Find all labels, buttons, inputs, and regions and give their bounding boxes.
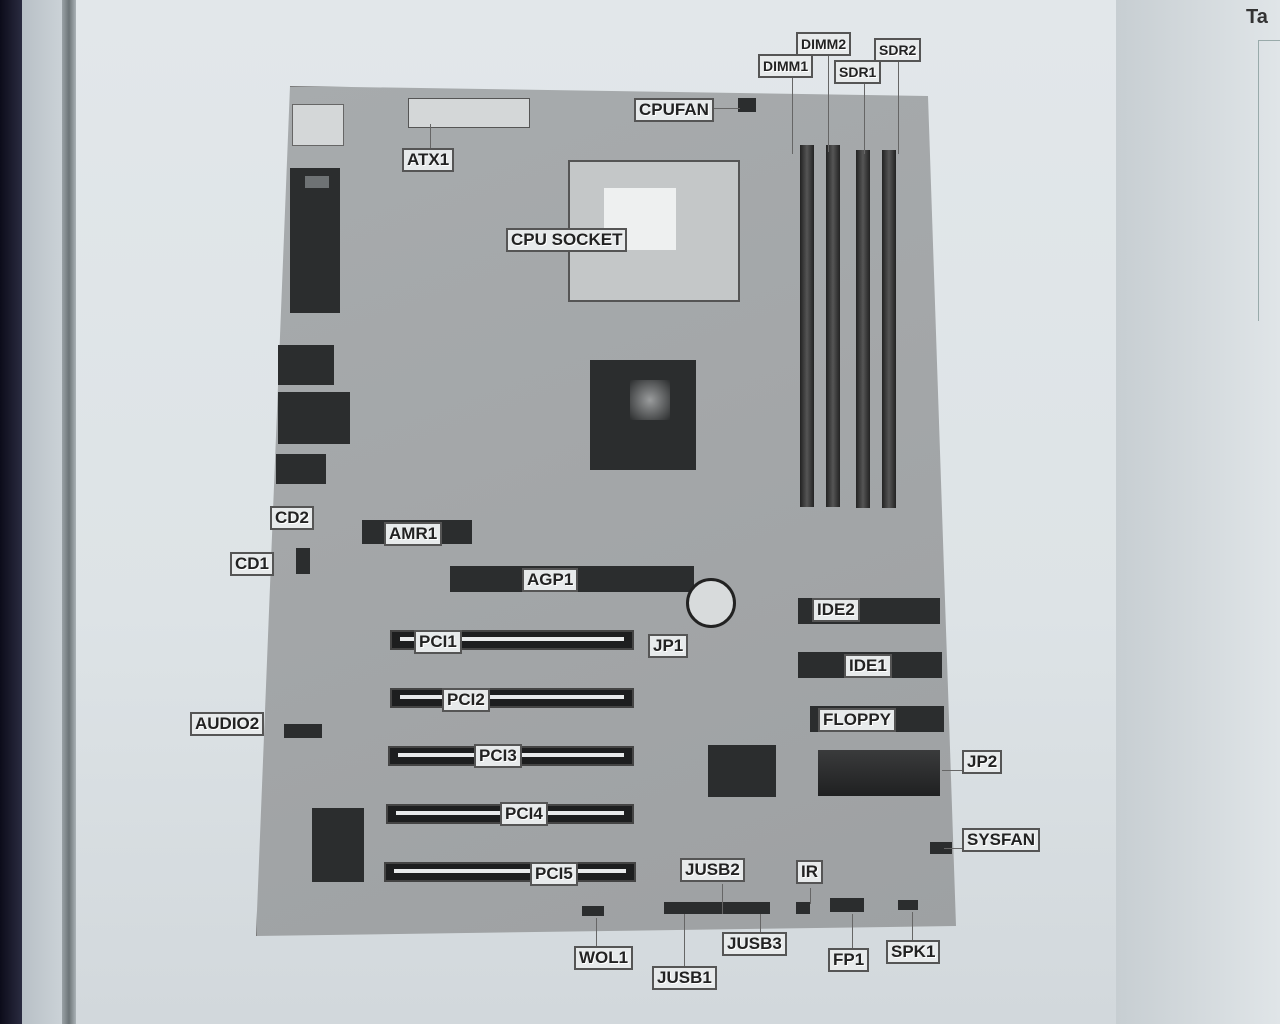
pci2-slot (390, 688, 634, 708)
io-chip (708, 745, 776, 797)
label-jusb1: JUSB1 (652, 966, 717, 990)
label-amr1: AMR1 (384, 522, 443, 546)
southbridge-chip (818, 750, 940, 796)
label-sdr2: SDR2 (874, 38, 922, 62)
sdr2-slot (882, 150, 896, 508)
label-ide2: IDE2 (812, 598, 860, 622)
leader-line (714, 108, 740, 109)
parallel-serial-ports (290, 168, 340, 313)
label-dimm2: DIMM2 (796, 32, 852, 56)
jusb-headers (664, 902, 770, 914)
label-cd2: CD2 (270, 506, 315, 530)
cd1-header (296, 548, 310, 574)
dimm2-slot (826, 145, 840, 507)
leader-line (852, 914, 853, 950)
leader-line (684, 914, 685, 970)
label-pci2: PCI2 (442, 688, 490, 712)
leader-line (430, 124, 431, 150)
label-pci1: PCI1 (414, 630, 462, 654)
wol1-header (582, 906, 604, 916)
lan-port (278, 392, 350, 444)
label-sysfan: SYSFAN (962, 828, 1041, 852)
audio-jacks (276, 454, 326, 484)
background-dark-edge (0, 0, 22, 1024)
leader-line (898, 62, 899, 154)
audio-chip (312, 808, 364, 882)
label-agp1: AGP1 (522, 568, 579, 592)
leader-line (792, 74, 793, 154)
label-pci4: PCI4 (500, 802, 548, 826)
label-dimm1: DIMM1 (758, 54, 814, 78)
ps2-ports (292, 104, 344, 146)
label-fp1: FP1 (828, 948, 870, 972)
label-spk1: SPK1 (886, 940, 941, 964)
sdr1-slot (856, 150, 870, 508)
cpufan-header (738, 98, 756, 112)
label-jp2: JP2 (962, 750, 1003, 774)
label-jusb2: JUSB2 (680, 858, 745, 882)
leader-line (912, 912, 913, 942)
label-sdr1: SDR1 (834, 60, 882, 84)
audio2-header (284, 724, 322, 738)
label-pci5: PCI5 (530, 862, 578, 886)
chip-highlight (630, 380, 670, 420)
leader-line (596, 918, 597, 946)
label-jp1: JP1 (648, 634, 689, 658)
label-cpu-socket: CPU SOCKET (506, 228, 628, 252)
leader-line (828, 52, 829, 152)
right-page-table (1258, 40, 1280, 321)
right-page (1116, 0, 1280, 1024)
port-detail (305, 176, 329, 188)
pci5-slot (384, 862, 636, 882)
label-ide1: IDE1 (844, 654, 892, 678)
label-audio2: AUDIO2 (190, 712, 265, 736)
label-wol1: WOL1 (574, 946, 634, 970)
ir-header (796, 902, 810, 914)
leader-line (760, 914, 761, 938)
leader-line (810, 888, 811, 904)
label-ir: IR (796, 860, 823, 884)
sysfan-header (930, 842, 952, 854)
dimm1-slot (800, 145, 814, 507)
label-pci3: PCI3 (474, 744, 522, 768)
label-jusb3: JUSB3 (722, 932, 787, 956)
spk1-header (898, 900, 918, 910)
atx-power-connector (408, 98, 530, 128)
fp1-header (830, 898, 864, 912)
right-page-header: Ta (1246, 6, 1268, 28)
leader-line (944, 848, 962, 849)
leader-line (942, 770, 962, 771)
label-atx1: ATX1 (402, 148, 455, 172)
leader-line (722, 884, 723, 914)
battery (686, 578, 736, 628)
leader-line (864, 80, 865, 154)
label-cd1: CD1 (230, 552, 275, 576)
label-floppy: FLOPPY (818, 708, 897, 732)
usb-ports (278, 345, 334, 385)
label-cpufan: CPUFAN (634, 98, 714, 122)
book-binding (62, 0, 76, 1024)
